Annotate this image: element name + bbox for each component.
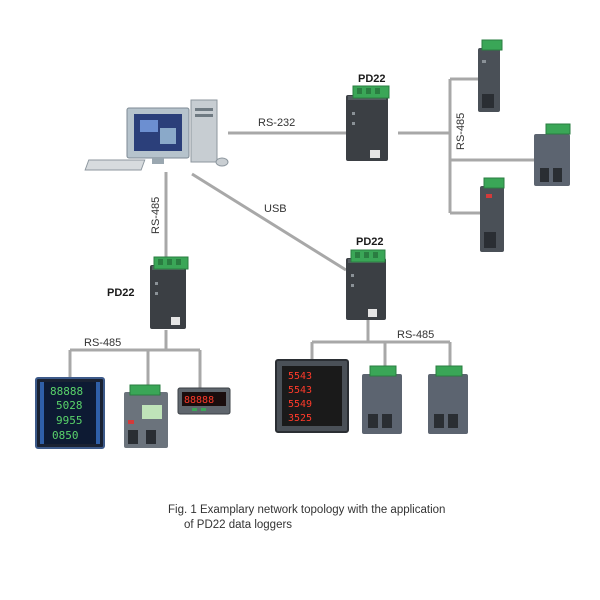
rs232-label: RS-232 (258, 117, 295, 129)
meter-left-row-4: 0850 (52, 429, 79, 442)
meter-left-row-1: 88888 (50, 385, 83, 398)
transducer-module-top-right (478, 39, 503, 112)
meter-right-row-1: 5543 (288, 371, 312, 382)
caption-line-1: Fig. 1 Examplary network topology with t… (168, 504, 446, 516)
transducer-module-mid-right (534, 123, 571, 186)
transducer-module-bottom-right-2 (428, 365, 468, 434)
computer-icon (84, 99, 229, 171)
meter-left-row-2: 5028 (56, 399, 83, 412)
pd22-label-middle: PD22 (356, 236, 384, 248)
rs485-label-bottom-left: RS-485 (84, 337, 121, 349)
multi-display-meter-right: 5543 5543 5549 3525 (275, 359, 349, 433)
caption-line-2: of PD22 data loggers (184, 519, 293, 531)
panel-meter-small: 88888 (177, 387, 231, 415)
pd22-device-left (150, 256, 189, 329)
pd22-device-top (346, 85, 390, 161)
meter-left-row-3: 9955 (56, 414, 83, 427)
rs485-label-bottom-right: RS-485 (397, 329, 434, 341)
meter-right-row-3: 5549 (288, 399, 312, 410)
transducer-module-bottom-right (480, 177, 505, 252)
panel-meter-small-value: 88888 (184, 395, 214, 406)
meter-right-row-4: 3525 (288, 413, 312, 424)
pd22-label-left: PD22 (107, 287, 135, 299)
multi-display-meter-left: 88888 5028 9955 0850 (35, 377, 105, 449)
usb-label: USB (264, 203, 287, 215)
rs485-label-right: RS-485 (455, 113, 467, 150)
pd22-label-top: PD22 (358, 73, 386, 85)
transducer-module-bottom-mid (362, 365, 402, 434)
transducer-module-bottom-left (124, 384, 168, 448)
pd22-device-middle (346, 249, 386, 320)
connection-lines (68, 77, 540, 388)
rs485-label-left: RS-485 (150, 197, 162, 234)
usb-link (191, 172, 347, 272)
meter-right-row-2: 5543 (288, 385, 312, 396)
figure-caption: Fig. 1 Examplary network topology with t… (168, 503, 498, 533)
